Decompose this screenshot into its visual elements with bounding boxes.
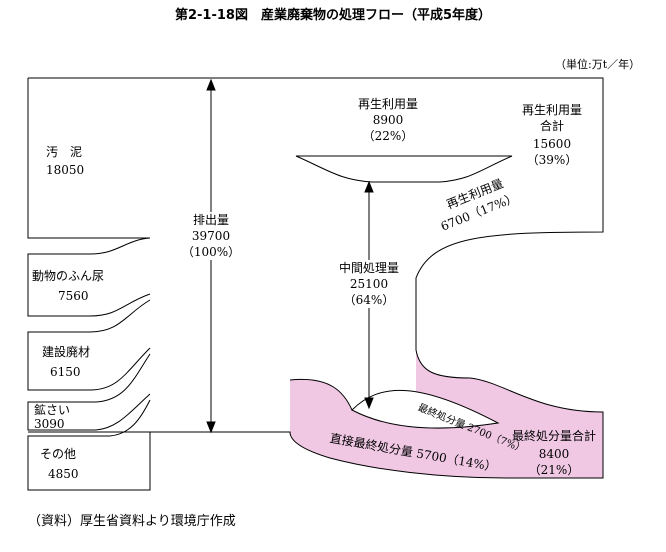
intermediate-pct: （64%） (330, 292, 408, 308)
input-slag-value: 3090 (34, 417, 65, 431)
recycle-pct: （22%） (362, 129, 414, 143)
input-other-value: 4850 (48, 467, 79, 481)
recycle-label: 再生利用量 (357, 97, 418, 111)
source-note: （資料）厚生省資料より環境庁作成 (28, 514, 236, 529)
input-construction-name: 建設廃材 (42, 345, 91, 359)
figure-title: 第2-1-18図 産業廃棄物の処理フロー（平成5年度） (174, 8, 492, 23)
intermediate-value: 25100 (330, 276, 408, 292)
input-other-name: その他 (40, 447, 77, 461)
discharge-label: 排出量 (180, 212, 242, 228)
final-total-label: 最終処分量合計 (511, 429, 596, 443)
unit-label: （単位:万t／年） (555, 58, 641, 71)
recycle-total-label2: 合計 (539, 119, 564, 133)
final-total-pct: （21%） (528, 463, 580, 477)
intermediate-label: 中間処理量 (330, 260, 408, 276)
input-sludge-value: 18050 (46, 163, 85, 177)
discharge-pct: （100%） (176, 244, 246, 260)
recycle-value: 8900 (372, 113, 404, 127)
recycle-total-label: 再生利用量 (521, 103, 582, 117)
main-flow-outline (28, 77, 604, 479)
input-manure-value: 7560 (58, 289, 89, 303)
input-sludge-name: 汚 泥 (46, 145, 83, 159)
input-box-slag (27, 353, 151, 431)
final-total-value: 8400 (538, 447, 570, 461)
recycle-total-pct: （39%） (526, 153, 578, 167)
input-manure-name: 動物のふん尿 (32, 269, 105, 283)
input-box-construction (27, 299, 151, 391)
input-slag-name: 鉱さい (34, 403, 71, 417)
discharge-value: 39700 (180, 228, 242, 244)
recycle-dish (295, 155, 513, 183)
final-lens (351, 389, 500, 429)
input-construction-value: 6150 (50, 365, 81, 379)
input-box-other (27, 399, 151, 491)
recycle-total-value: 15600 (532, 137, 572, 151)
input-box-manure (27, 237, 151, 317)
